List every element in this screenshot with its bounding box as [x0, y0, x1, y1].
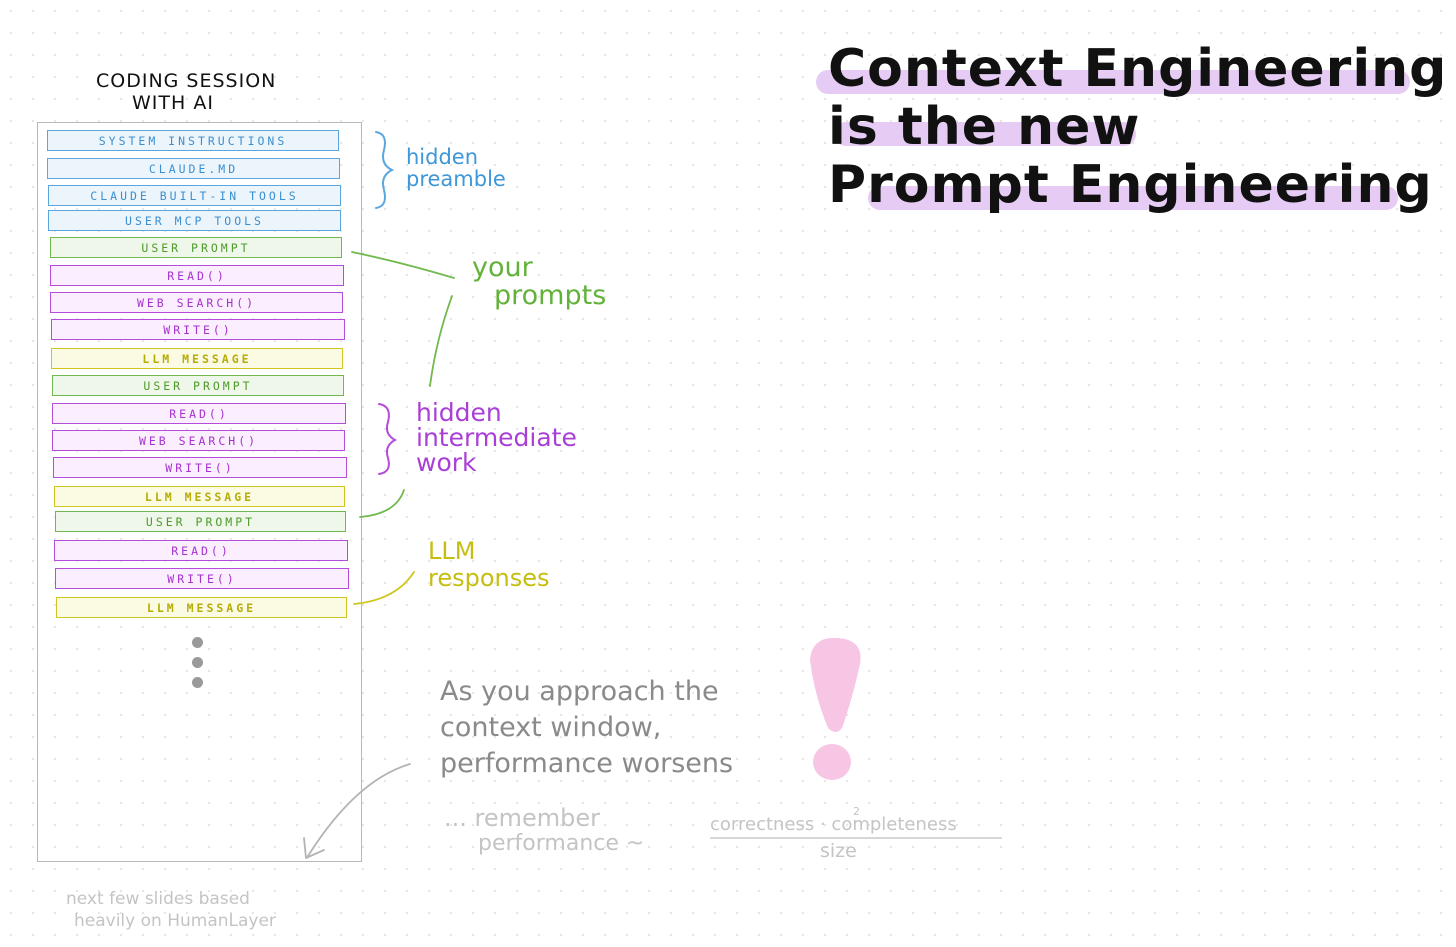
formula-exponent: 2 [853, 805, 860, 818]
continuation-dot [192, 677, 203, 688]
leader-your-prompts-middle [429, 295, 453, 387]
block-write: WRITE() [53, 457, 347, 478]
formula-denominator: size [820, 840, 857, 862]
session-title: CODING SESSION WITH AI [96, 70, 296, 114]
session-title-line1: CODING SESSION [96, 70, 277, 92]
headline-line1: Context Engineering [816, 40, 1447, 98]
block-llm-message: LLM MESSAGE [56, 597, 347, 618]
session-title-line2: WITH AI [132, 92, 214, 114]
headline-line2: is the new [828, 97, 1141, 157]
arrow-head [303, 837, 325, 859]
brace-hidden-intermediate [378, 403, 398, 475]
block-web-search: WEB SEARCH() [52, 430, 345, 451]
arrow-to-window-end [307, 763, 411, 857]
block-llm-message: LLM MESSAGE [54, 486, 345, 507]
exclamation-dot [813, 744, 851, 780]
continuation-dot [192, 637, 203, 648]
exclamation-bar [810, 637, 861, 732]
block-claude-md: CLAUDE.MD [47, 158, 340, 179]
block-read: READ() [54, 540, 348, 561]
block-system-instructions: SYSTEM INSTRUCTIONS [47, 130, 339, 151]
footnote: next few slides based heavily on HumanLa… [66, 889, 276, 931]
label-hidden-preamble: hidden preamble [406, 145, 506, 192]
block-write: WRITE() [51, 319, 345, 340]
leader-llm-responses [353, 571, 415, 605]
leader-your-prompts-bottom [359, 489, 405, 518]
block-web-search: WEB SEARCH() [50, 292, 343, 313]
label-hidden-intermediate-work: hidden intermediate work [416, 398, 577, 477]
block-read: READ() [50, 265, 344, 286]
headline: Context Engineering is the new Prompt En… [816, 40, 1447, 215]
label-your-prompts: your prompts [472, 252, 607, 312]
block-user-prompt: USER PROMPT [50, 237, 342, 258]
leader-your-prompts-top [351, 251, 455, 279]
block-llm-message: LLM MESSAGE [51, 348, 343, 369]
headline-line3: Prompt Engineering [828, 155, 1433, 215]
context-window-note: As you approach the context window, perf… [440, 676, 734, 779]
session-frame [37, 122, 362, 862]
label-llm-responses: LLM responses [428, 537, 550, 592]
formula-lead: ... remember [444, 804, 601, 832]
formula-lhs: performance ~ [478, 831, 645, 856]
block-claude-built-in-tools: CLAUDE BUILT-IN TOOLS [48, 185, 341, 206]
block-user-prompt: USER PROMPT [55, 511, 346, 532]
block-user-mcp-tools: USER MCP TOOLS [48, 210, 341, 231]
block-user-prompt: USER PROMPT [52, 375, 344, 396]
brace-hidden-preamble [375, 131, 395, 209]
formula-numerator: correctness · completeness [710, 814, 957, 835]
block-write: WRITE() [55, 568, 349, 589]
block-read: READ() [52, 403, 346, 424]
continuation-dot [192, 657, 203, 668]
